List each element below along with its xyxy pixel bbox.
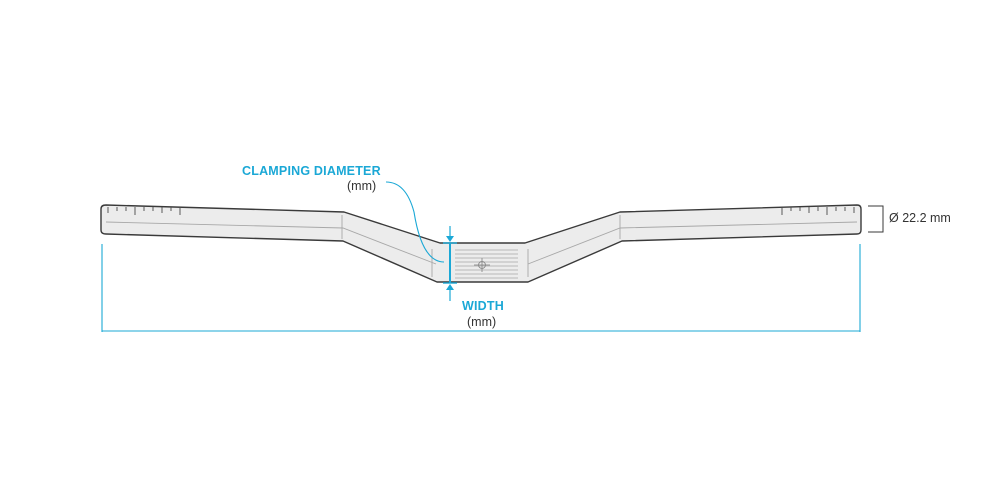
arrow-up-icon [446,284,454,290]
right-grip-scale [781,207,855,215]
clamping-diameter-title: CLAMPING DIAMETER [242,164,381,178]
clamp-leader-line [385,181,445,263]
left-grip-scale [107,207,181,215]
arrow-down-icon [446,236,454,242]
width-title: WIDTH [462,299,504,313]
center-mark [474,258,490,272]
bend-lines [105,215,858,277]
grip-diameter-label: Ø 22.2 mm [889,211,951,225]
width-unit: (mm) [467,315,497,329]
width-dimension-line [101,244,861,332]
clamp-markings [455,249,518,279]
clamp-diameter-indicator [443,226,457,301]
clamping-diameter-unit: (mm) [347,179,377,193]
grip-diameter-bracket [868,205,884,233]
handlebar-body [100,204,862,283]
